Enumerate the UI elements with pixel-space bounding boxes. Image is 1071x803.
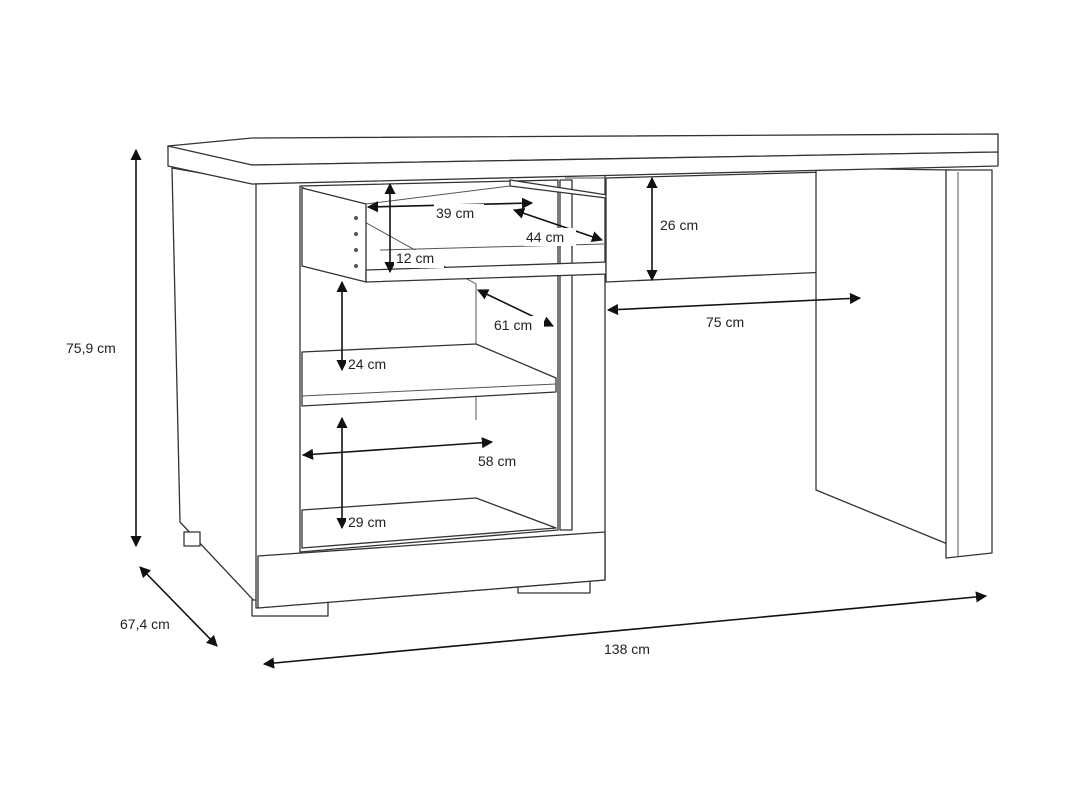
knee-space-width-label: 75 cm bbox=[706, 314, 744, 330]
bottom-shelf bbox=[301, 497, 557, 549]
lower-compartment-height-label: 29 cm bbox=[348, 514, 386, 530]
upper-apron bbox=[605, 171, 829, 283]
drawer-height-label: 12 cm bbox=[396, 250, 434, 266]
tabletop-front-edge bbox=[167, 145, 999, 185]
shelf-height-label: 24 cm bbox=[348, 356, 386, 372]
drawer-width-label: 39 cm bbox=[436, 205, 474, 221]
right-leg-front bbox=[945, 169, 993, 559]
knee-space-depth-label: 61 cm bbox=[494, 317, 532, 333]
desk-drawing bbox=[167, 133, 999, 617]
compartment-width-arrow bbox=[301, 437, 494, 460]
upper-compartment-height-label: 26 cm bbox=[660, 217, 698, 233]
depth-label: 67,4 cm bbox=[120, 616, 170, 632]
middle-shelf-edge bbox=[301, 383, 557, 397]
width-label: 138 cm bbox=[604, 641, 650, 657]
height-label: 75,9 cm bbox=[66, 340, 116, 356]
right-leg-inner bbox=[815, 167, 951, 546]
left-back-foot bbox=[183, 531, 201, 547]
dimension-labels: 75,9 cm 67,4 cm 138 cm 39 cm 44 cm 12 cm… bbox=[60, 204, 744, 660]
pedestal-plinth bbox=[257, 531, 606, 609]
drawer-depth-arrow bbox=[512, 207, 604, 243]
drawer-depth-label: 44 cm bbox=[526, 229, 564, 245]
depth-arrow bbox=[139, 566, 218, 647]
compartment-width-label: 58 cm bbox=[478, 453, 516, 469]
width-arrow bbox=[262, 591, 988, 669]
knee-space-width-arrow bbox=[606, 292, 862, 316]
